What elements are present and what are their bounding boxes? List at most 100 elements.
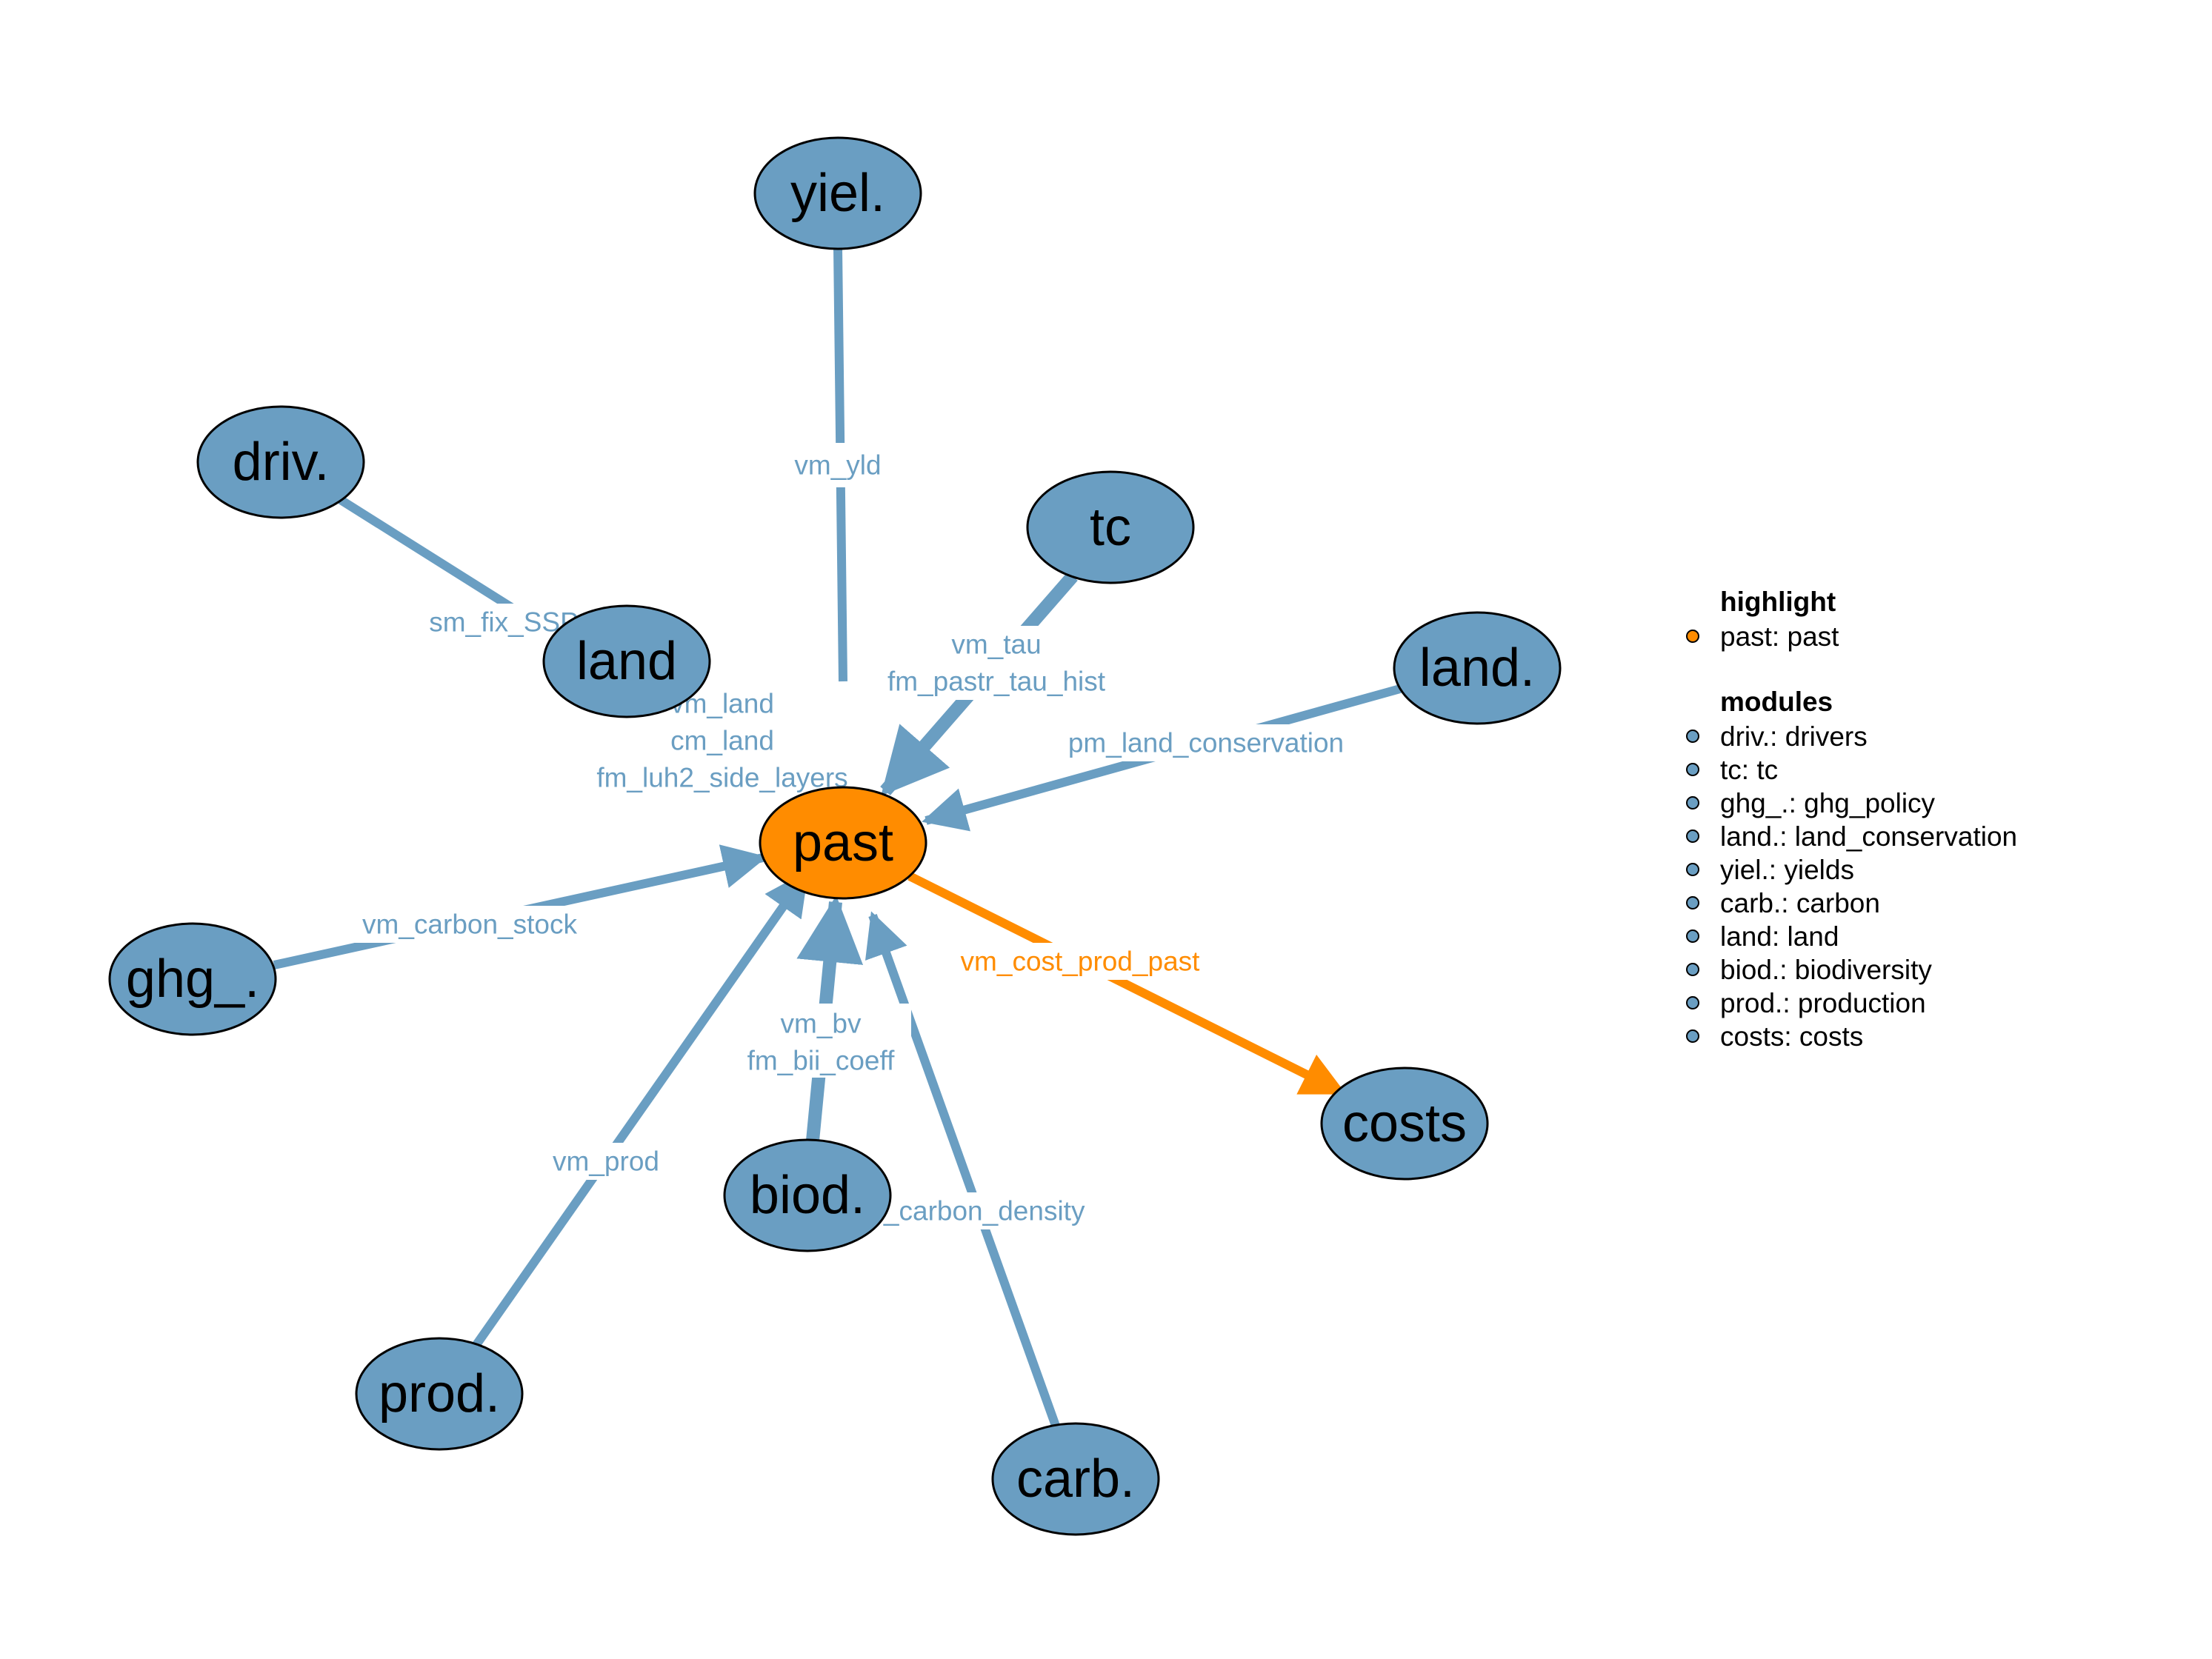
node-biod-shape bbox=[723, 1138, 892, 1252]
legend-item: driv.: drivers bbox=[1686, 721, 1868, 752]
legend-swatch-module bbox=[1686, 830, 1699, 843]
edge-label-fm-luh2-side-layers: fm_luh2_side_layers bbox=[596, 763, 847, 793]
legend-item-label: past: past bbox=[1720, 621, 1839, 652]
node-costs[interactable]: costs bbox=[1320, 1066, 1489, 1181]
legend-swatch-module bbox=[1686, 863, 1699, 876]
node-driv-shape bbox=[196, 405, 365, 519]
legend-swatch-module bbox=[1686, 796, 1699, 810]
edge-label-vm-prod: vm_prod bbox=[553, 1146, 659, 1177]
legend-swatch-module bbox=[1686, 763, 1699, 776]
node-tc-shape bbox=[1026, 470, 1195, 584]
node-prod-shape bbox=[355, 1337, 524, 1451]
legend-swatch-module bbox=[1686, 996, 1699, 1009]
edge-label-pm-land-conservation: pm_land_conservation bbox=[1068, 728, 1344, 758]
node-yiel-label: yiel. bbox=[790, 164, 885, 223]
edge-label-ghg: vm_carbon_stock bbox=[348, 906, 593, 943]
node-biod-label: biod. bbox=[750, 1166, 865, 1225]
legend-swatch-module bbox=[1686, 730, 1699, 743]
node-ghg-label: ghg_. bbox=[126, 949, 259, 1009]
node-costs-label: costs bbox=[1342, 1094, 1467, 1153]
edge-label-bg bbox=[784, 443, 892, 487]
edge-label-prod: vm_prod bbox=[544, 1143, 670, 1180]
legend-modules-title: modules bbox=[1720, 687, 1833, 717]
legend-item: land: land bbox=[1686, 921, 1839, 952]
edge-label-vm-yld: vm_yld bbox=[794, 450, 881, 481]
legend-item-label: land: land bbox=[1720, 921, 1839, 952]
node-past-shape bbox=[759, 786, 927, 900]
legend-item: land.: land_conservation bbox=[1686, 821, 2017, 852]
node-ghg-shape bbox=[108, 922, 277, 1036]
edge-label-bg bbox=[945, 943, 1215, 980]
edge-label-bg bbox=[348, 906, 593, 943]
edge-labels: vm_yld sm_fix_SSP vm_tau fm_pastr_tau_hi… bbox=[348, 443, 1356, 1229]
node-prod[interactable]: prod. bbox=[355, 1337, 524, 1451]
node-biod[interactable]: biod. bbox=[723, 1138, 892, 1252]
node-land-conservation-shape bbox=[1393, 611, 1562, 725]
node-land-shape bbox=[542, 604, 711, 718]
node-carb[interactable]: carb. bbox=[991, 1422, 1160, 1536]
node-land-conservation[interactable]: land. bbox=[1393, 611, 1562, 725]
node-carb-shape bbox=[991, 1422, 1160, 1536]
legend-item: carb.: carbon bbox=[1686, 888, 1880, 918]
edge-label-bg bbox=[1052, 724, 1356, 761]
node-land-conservation-label: land. bbox=[1419, 638, 1535, 698]
legend-highlight-title: highlight bbox=[1720, 587, 1836, 617]
legend-swatch-module bbox=[1686, 929, 1699, 943]
edge-label-fm-pastr-tau-hist: fm_pastr_tau_hist bbox=[887, 667, 1106, 697]
edge-label-fm-bii-coeff: fm_bii_coeff bbox=[747, 1046, 896, 1076]
edge-label-biod: vm_bv fm_bii_coeff bbox=[741, 1004, 911, 1078]
edge-label-vm-tau: vm_tau bbox=[951, 630, 1041, 660]
edge-prod-to-past bbox=[470, 870, 810, 1351]
legend-item: tc: tc bbox=[1686, 755, 1778, 785]
legend-item: prod.: production bbox=[1686, 988, 1926, 1018]
node-tc[interactable]: tc bbox=[1026, 470, 1195, 584]
edge-label-land-cons: pm_land_conservation bbox=[1052, 724, 1356, 761]
edge-label-vm-carbon-stock: vm_carbon_stock bbox=[362, 909, 577, 940]
edge-label-tc: vm_tau fm_pastr_tau_hist bbox=[870, 626, 1115, 700]
node-land-label: land bbox=[576, 632, 677, 691]
node-carb-label: carb. bbox=[1016, 1449, 1135, 1509]
node-driv[interactable]: driv. bbox=[196, 405, 365, 519]
legend-item: past: past bbox=[1686, 621, 1839, 652]
edge-label-driv: sm_fix_SSP bbox=[422, 604, 579, 641]
node-driv-label: driv. bbox=[233, 433, 330, 492]
edge-label-bg bbox=[870, 626, 1115, 700]
legend-item-label: biod.: biodiversity bbox=[1720, 955, 1932, 985]
legend-item-label: carb.: carbon bbox=[1720, 888, 1880, 918]
node-yiel[interactable]: yiel. bbox=[753, 136, 922, 250]
legend-item-label: tc: tc bbox=[1720, 755, 1778, 785]
node-ghg[interactable]: ghg_. bbox=[108, 922, 277, 1036]
node-land[interactable]: land bbox=[542, 604, 711, 718]
legend-swatch-module bbox=[1686, 1029, 1699, 1043]
node-yiel-shape bbox=[753, 136, 922, 250]
edge-label-bg bbox=[422, 604, 556, 641]
legend-item-label: costs: costs bbox=[1720, 1021, 1863, 1052]
edge-label-bg bbox=[544, 1143, 670, 1180]
edge-label-vm-cost-prod-past: vm_cost_prod_past bbox=[961, 947, 1201, 977]
node-prod-label: prod. bbox=[379, 1364, 500, 1423]
edge-label-vm-bv: vm_bv bbox=[781, 1009, 862, 1039]
legend: highlight past: past modules driv.: driv… bbox=[1686, 587, 2017, 1052]
edge-past-to-costs bbox=[907, 872, 1347, 1097]
edge-label-yiel: vm_yld bbox=[784, 443, 892, 487]
edge-carb-to-past bbox=[865, 911, 1060, 1428]
legend-item-label: prod.: production bbox=[1720, 988, 1926, 1018]
legend-item-label: land.: land_conservation bbox=[1720, 821, 2017, 852]
legend-swatch-highlight bbox=[1686, 630, 1699, 643]
edge-label-cm-land: cm_land bbox=[670, 726, 774, 756]
legend-item-label: driv.: drivers bbox=[1720, 721, 1868, 752]
legend-item: ghg_.: ghg_policy bbox=[1686, 788, 1936, 818]
node-past-label: past bbox=[793, 813, 893, 872]
edge-label-sm-fix-ssp: sm_fix_SSP bbox=[429, 607, 579, 638]
legend-swatch-module bbox=[1686, 896, 1699, 909]
node-tc-label: tc bbox=[1090, 498, 1131, 557]
legend-item: yiel.: yields bbox=[1686, 855, 1854, 885]
node-costs-shape bbox=[1320, 1066, 1489, 1181]
legend-item-label: yiel.: yields bbox=[1720, 855, 1854, 885]
edge-label-costs: vm_cost_prod_past bbox=[945, 943, 1215, 980]
legend-item: costs: costs bbox=[1686, 1021, 1863, 1052]
edge-label-land: vm_land cm_land fm_luh2_side_layers bbox=[596, 689, 847, 793]
nodes: yiel. driv. tc land land. past ghg_. bbox=[108, 136, 1562, 1536]
node-past[interactable]: past bbox=[759, 786, 927, 900]
